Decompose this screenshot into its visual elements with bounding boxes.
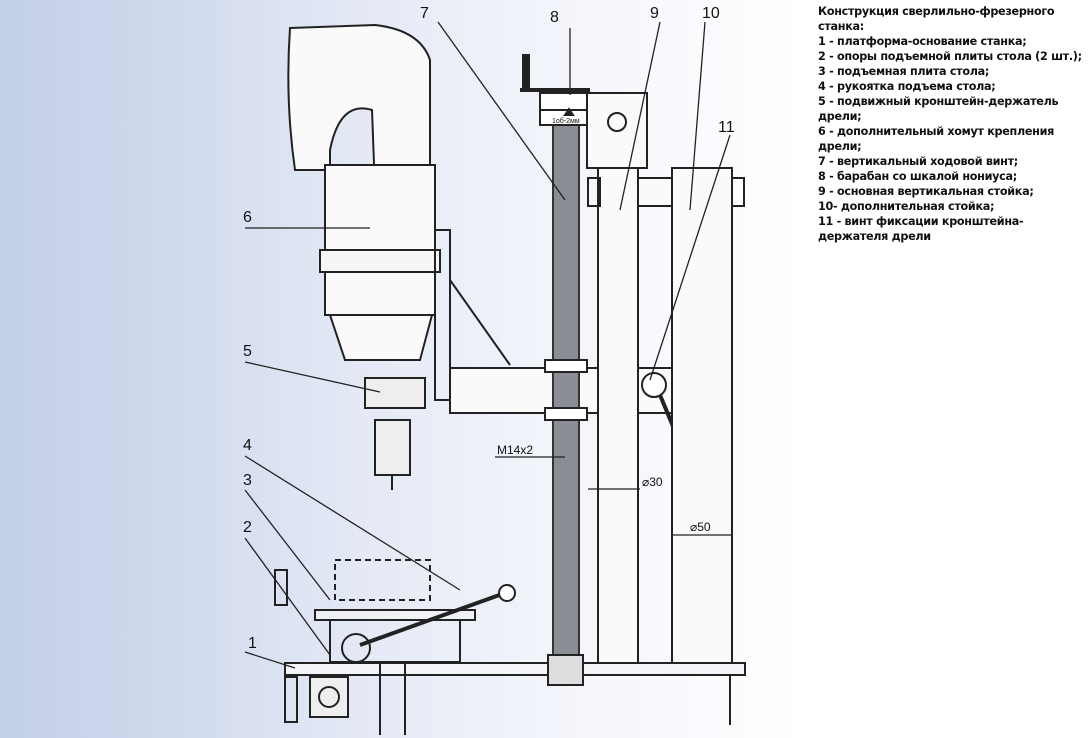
legend-item: 6 - дополнительный хомут крепления дрели… bbox=[818, 125, 1055, 153]
callout-10: 10 bbox=[702, 5, 720, 22]
clamp bbox=[319, 249, 441, 273]
callout-5: 5 bbox=[243, 343, 252, 360]
main-post bbox=[597, 167, 639, 664]
callout-4: 4 bbox=[243, 437, 252, 454]
drill-motor bbox=[324, 164, 436, 316]
gear bbox=[341, 633, 371, 663]
switch-box bbox=[309, 676, 349, 718]
extra-post bbox=[671, 167, 733, 664]
callout-7: 7 bbox=[420, 5, 429, 22]
legend-title: Конструкция сверлильно-фрезерного станка… bbox=[818, 5, 1055, 33]
legend-item: 4 - рукоятка подъема стола; bbox=[818, 80, 996, 93]
legend-item: 7 - вертикальный ходовой винт; bbox=[818, 155, 1018, 168]
legend: Конструкция сверлильно-фрезерного станка… bbox=[818, 4, 1088, 244]
table-handle bbox=[359, 591, 506, 647]
base-platform bbox=[284, 662, 746, 676]
legend-item: 8 - барабан со шкалой нониуса; bbox=[818, 170, 1017, 183]
lock-screw bbox=[641, 372, 667, 398]
legend-item: 5 - подвижный кронштейн-держатель дрели; bbox=[818, 95, 1059, 123]
callout-6: 6 bbox=[243, 209, 252, 226]
callout-11: 11 bbox=[718, 119, 735, 136]
legend-item: 3 - подъемная плита стола; bbox=[818, 65, 990, 78]
dim-main-post: ⌀30 bbox=[642, 475, 663, 489]
callout-1: 1 bbox=[248, 635, 257, 652]
drum-scale-label: 1об-2мм bbox=[552, 117, 580, 125]
legend-item: 2 - опоры подъемной плиты стола (2 шт.); bbox=[818, 50, 1082, 63]
callout-8: 8 bbox=[550, 9, 559, 26]
legend-item: 10- дополнительная стойка; bbox=[818, 200, 995, 213]
drill-press-drawing: 7 8 9 10 11 6 5 4 3 2 1 M14x2 ⌀30 ⌀50 1о… bbox=[243, 5, 746, 735]
legend-item: 9 - основная вертикальная стойка; bbox=[818, 185, 1034, 198]
vise bbox=[334, 559, 431, 601]
drill-handle bbox=[287, 23, 431, 191]
callout-9: 9 bbox=[650, 5, 659, 22]
legend-item: 11 - винт фиксации кронштейна-держателя … bbox=[818, 215, 1024, 243]
callout-3: 3 bbox=[243, 472, 252, 489]
legend-item: 1 - платформа-основание станка; bbox=[818, 35, 1027, 48]
dim-screw: M14x2 bbox=[497, 443, 533, 457]
switch-icon bbox=[318, 686, 340, 708]
chuck bbox=[374, 419, 411, 476]
lead-screw bbox=[552, 124, 580, 661]
callout-2: 2 bbox=[243, 519, 252, 536]
dim-extra-post: ⌀50 bbox=[690, 520, 711, 534]
